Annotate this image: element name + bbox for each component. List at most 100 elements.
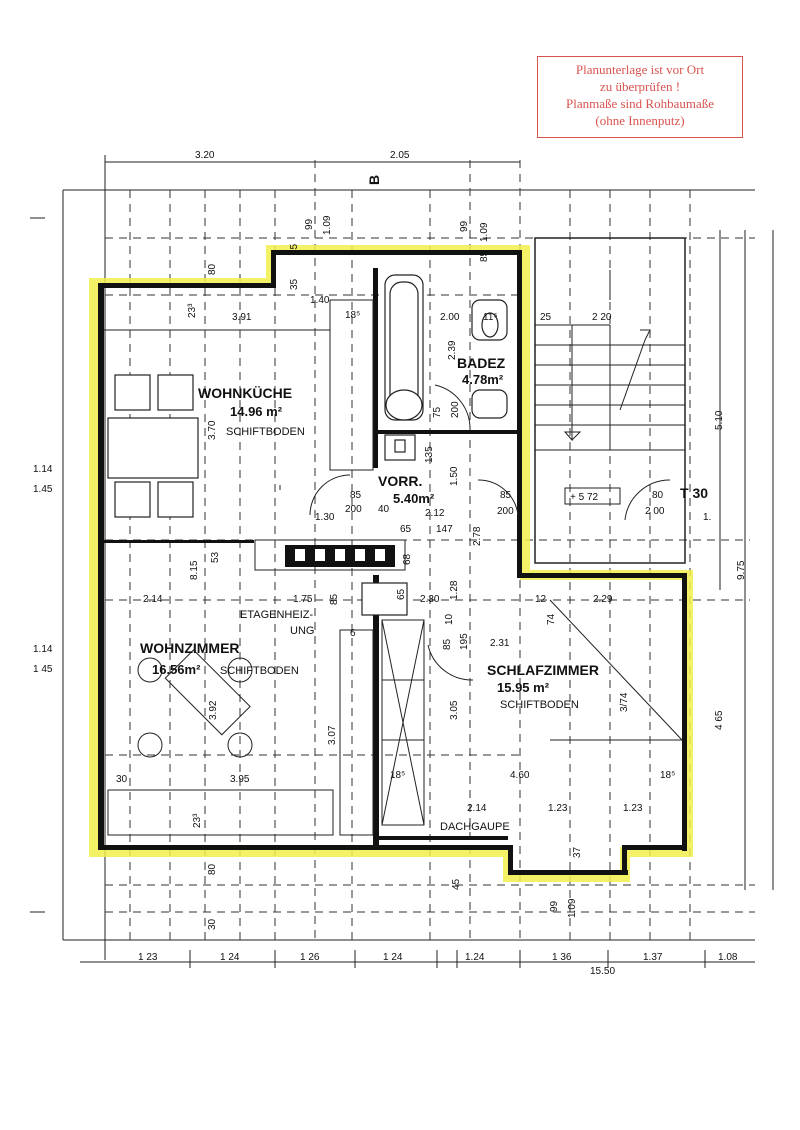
notice-line-4: (ohne Innenputz): [595, 113, 685, 128]
room-floor-wohnkueche: SCHIFTBODEN: [226, 426, 305, 438]
dim-305: 3.05: [449, 700, 460, 720]
dim-374: 3/74: [619, 692, 630, 712]
room-name-vorr: VORR.: [378, 473, 422, 489]
dim-10: 10: [444, 613, 455, 625]
dim-510: 5.10: [714, 410, 725, 430]
bottom-dim-8: 1.08: [718, 952, 738, 963]
room-area-vorr: 5.40m²: [393, 491, 435, 506]
dim-45b: 45: [451, 878, 462, 890]
dim-200b: 200: [345, 504, 362, 515]
dim-1: 1.: [703, 512, 711, 523]
dim-85a: 85: [350, 490, 362, 501]
bottom-dim-2: 1 24: [220, 952, 240, 963]
heating-chimney: [254, 539, 425, 826]
notice-line-2: zu überprüfen !: [599, 79, 681, 94]
axis-label-b: B: [366, 175, 382, 185]
room-name-badez: BADEZ: [457, 355, 506, 371]
dim-465: 4 65: [714, 710, 725, 730]
dim-75: 75: [432, 406, 443, 418]
dim-25: 25: [540, 312, 552, 323]
dim-99b: 99: [459, 220, 470, 232]
door-swings: [279, 384, 683, 741]
bottom-dim-5: 1.24: [465, 952, 485, 963]
dim-214b: 2.14: [467, 803, 487, 814]
dim-80b: 80: [652, 490, 664, 501]
bottom-dim-7: 1.37: [643, 952, 663, 963]
dim-370: 3.70: [207, 420, 218, 440]
dim-150: 1.50: [449, 466, 460, 486]
dim-45a: 45: [289, 243, 300, 255]
dim-80a: 80: [207, 263, 218, 275]
bottom-dim-3: 1 26: [300, 952, 320, 963]
dim-109a: 1.09: [322, 215, 333, 235]
dim-815: 8.15: [189, 560, 200, 580]
room-area-wohnzimmer: 16.56m²: [152, 662, 201, 677]
dim-85c: 85: [329, 593, 340, 605]
dim-147: 147: [436, 524, 453, 535]
dim-left-145b: 1 45: [33, 664, 53, 675]
bottom-dim-1: 1 23: [138, 952, 158, 963]
dim-99c: 99: [549, 900, 560, 912]
dim-278: 2.78: [472, 526, 483, 546]
dim-35: 35: [289, 278, 300, 290]
dim-123a: 1.23: [548, 803, 568, 814]
dim-85b: 85: [500, 490, 512, 501]
dim-130: 1.30: [315, 512, 335, 523]
dim-175: 1.75: [293, 594, 313, 605]
dim-200a: 2.00: [440, 312, 460, 323]
dim-395: 3.95: [230, 774, 250, 785]
bottom-dim-6: 1 36: [552, 952, 572, 963]
dim-212: 2.12: [425, 508, 445, 519]
dim-65a: 65: [400, 524, 412, 535]
dim-307: 3.07: [327, 725, 338, 745]
dim-40: 40: [378, 504, 390, 515]
label-t30: T 30: [680, 485, 708, 501]
dim-65b: 65: [396, 588, 407, 600]
dimension-labels: 3.20 2.05 3.91 1.40 18⁵ 2.00 11⁵ 25 2 20…: [33, 150, 711, 814]
bottom-dim-total: 15.50: [590, 966, 615, 977]
dim-109c: 1.09: [567, 898, 578, 918]
dim-6: 6: [350, 628, 356, 639]
room-area-wohnkueche: 14.96 m²: [230, 404, 283, 419]
dim-460: 4.60: [510, 770, 530, 781]
room-floor-wohnzimmer: SCHIFTBODEN: [220, 665, 299, 677]
room-area-schlafzimmer: 15.95 m²: [497, 680, 550, 695]
bathroom-fixtures: [384, 274, 508, 461]
dim-80c: 80: [207, 863, 218, 875]
notice-line-3: Planmaße sind Rohbaumaße: [565, 96, 715, 111]
bottom-dimension-chain: 1 23 1 24 1 26 1 24 1.24 1 36 1.37 1.08 …: [138, 950, 738, 977]
dim-391: 3.91: [232, 312, 252, 323]
dim-30b: 30: [207, 918, 218, 930]
dim-74: 74: [546, 613, 557, 625]
dim-53: 53: [210, 551, 221, 563]
room-name-wohnzimmer: WOHNZIMMER: [140, 640, 240, 656]
dim-99a: 99: [304, 218, 315, 230]
dim-128: 1.28: [449, 580, 460, 600]
dim-233a: 23³: [187, 303, 198, 318]
dim-392: 3.92: [208, 700, 219, 720]
room-labels: WOHNKÜCHE 14.96 m² SCHIFTBODEN BADEZ 4.7…: [140, 175, 708, 833]
dim-233b: 23³: [192, 813, 203, 828]
kitchen-furniture: [104, 299, 374, 518]
label-dachgaupe: DACHGAUPE: [440, 821, 510, 833]
dim-185b: 18⁵: [390, 770, 405, 781]
room-area-badez: 4.78m²: [462, 372, 504, 387]
dim-230: 2.30: [420, 594, 440, 605]
label-stair-level: + 5 72: [570, 492, 599, 503]
dim-200d: 2 00: [645, 506, 665, 517]
dim-top-205: 2.05: [390, 150, 410, 161]
dim-left-145a: 1.45: [33, 484, 53, 495]
bottom-dim-4: 1 24: [383, 952, 403, 963]
dim-12: 12: [535, 594, 547, 605]
label-etagenheizung-1: ETAGENHEIZ-: [240, 609, 313, 621]
notice-line-1: Planunterlage ist vor Ort: [575, 62, 705, 77]
vertical-dimension-labels: 80 23³ 3.70 35 45 99 1.09 99 85 1.09 2.3…: [187, 215, 747, 930]
dim-185c: 18⁵: [660, 770, 675, 781]
dim-229: 2.29: [593, 594, 613, 605]
dim-top-320: 3.20: [195, 150, 215, 161]
dim-239: 2.39: [447, 340, 458, 360]
label-etagenheizung-2: UNG: [290, 625, 314, 637]
dim-140: 1.40: [310, 295, 330, 306]
